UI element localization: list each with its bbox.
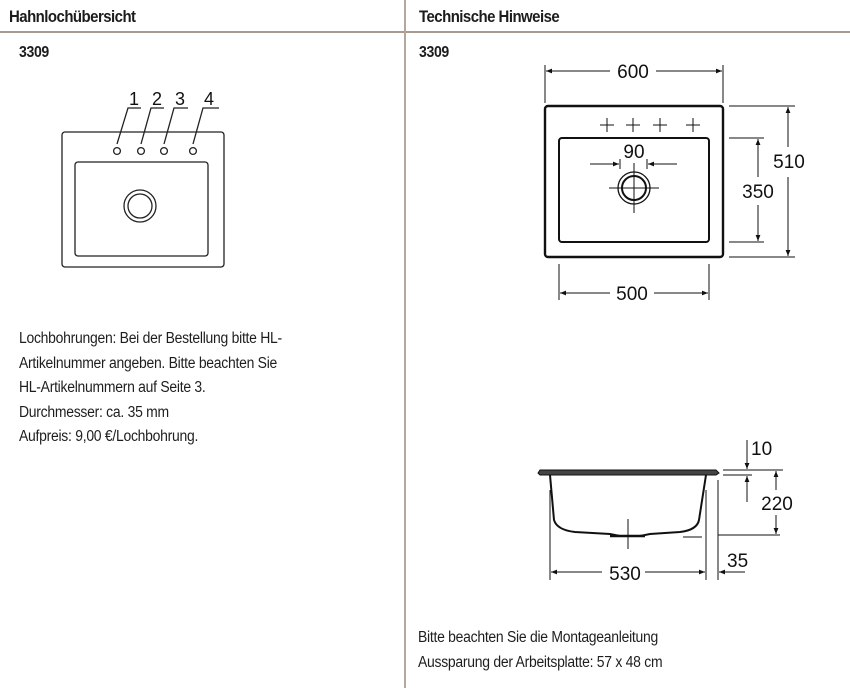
model-number-right: 3309: [419, 44, 449, 61]
dim-bowl-depth: 350: [742, 182, 774, 203]
dim-side-overall-width: 530: [609, 564, 641, 585]
note-line: Bitte beachten Sie die Montageanleitung: [418, 629, 658, 646]
sink-rim: [537, 469, 720, 476]
sink-outline: [61, 131, 225, 268]
dim-rim-overhang: 35: [727, 551, 748, 572]
note-line: Aussparung der Arbeitsplatte: 57 x 48 cm: [418, 653, 663, 671]
tap-mark-1: [600, 118, 614, 132]
technical-notes: Bitte beachten Sie die Montageanleitung …: [418, 626, 663, 675]
tap-hole-2: [136, 146, 146, 156]
sink-top-outline: [543, 104, 725, 259]
bowl-outline: [74, 161, 209, 257]
section-title-tap-holes: Hahnlochübersicht: [9, 7, 136, 26]
tap-hole-diagram: 1 2 3 4: [61, 89, 225, 268]
dim-drain-diameter: 90: [623, 142, 644, 163]
top-view-drawing: 600 90 510 350 500: [543, 62, 805, 305]
tap-hole-1: [112, 146, 122, 156]
tap-mark-3: [653, 118, 667, 132]
tap-hole-notes: Lochbohrungen: Bei der Bestellung bitte …: [19, 327, 282, 450]
tap-hole-4: [188, 146, 198, 156]
tap-mark-2: [626, 118, 640, 132]
tap-mark-4: [686, 118, 700, 132]
section-title-technical-notes: Technische Hinweise: [419, 7, 560, 26]
bowl-top-outline: [558, 137, 710, 243]
dim-overall-width: 600: [617, 62, 649, 83]
column-divider: [404, 0, 406, 688]
note-line: Lochbohrungen: Bei der Bestellung bitte …: [19, 330, 282, 347]
note-line: Aufpreis: 9,00 €/Lochbohrung.: [19, 428, 199, 445]
note-line: Artikelnummer angeben. Bitte beachten Si…: [19, 354, 278, 372]
tap-hole-3: [159, 146, 169, 156]
side-view-drawing: 10 220 530 35: [537, 439, 793, 585]
tap-hole-label-2: 2: [152, 89, 162, 109]
dim-overall-depth: 510: [773, 152, 805, 173]
dim-bowl-width: 500: [616, 284, 648, 305]
drain-outer: [123, 189, 157, 223]
tap-hole-label-3: 3: [175, 89, 185, 109]
header-divider: [0, 31, 850, 33]
note-line: Durchmesser: ca. 35 mm: [19, 403, 169, 421]
tap-hole-label-4: 4: [204, 89, 214, 109]
dim-bowl-height: 220: [761, 494, 793, 515]
model-number-left: 3309: [19, 44, 49, 61]
note-line: HL-Artikelnummern auf Seite 3.: [19, 379, 206, 396]
dim-rim-thickness: 10: [751, 439, 772, 460]
drain-inner: [127, 193, 153, 219]
tap-hole-label-1: 1: [129, 89, 139, 109]
